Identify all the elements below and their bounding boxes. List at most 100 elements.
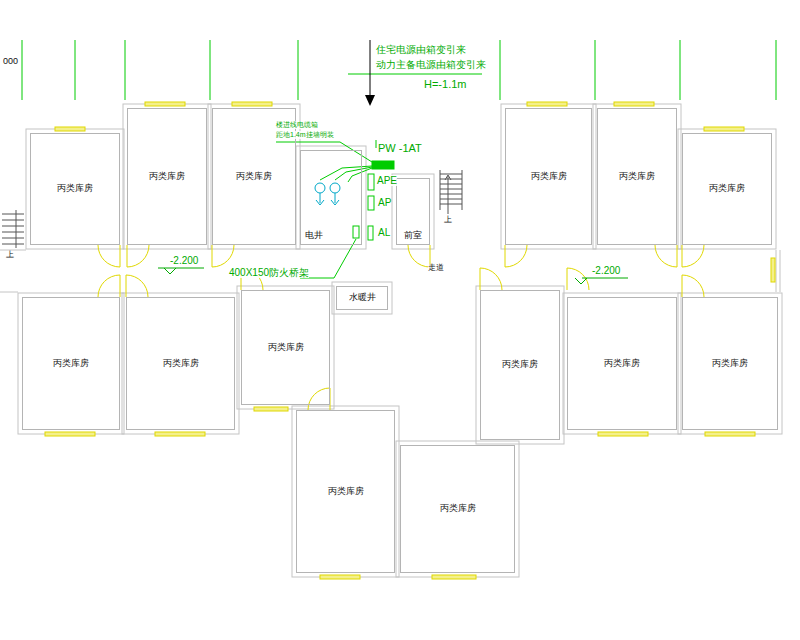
plan-stroke — [440, 189, 462, 190]
plan-stroke — [440, 194, 462, 195]
plan-stroke — [704, 127, 744, 131]
plan-stroke — [501, 104, 596, 249]
plan-stroke — [705, 432, 755, 436]
plan-stroke — [232, 102, 272, 106]
plan-stroke — [2, 238, 24, 239]
plan-stroke — [563, 293, 681, 434]
plan-stroke — [678, 129, 776, 249]
room-label: 丙类库房 — [149, 172, 185, 182]
storage-room: 丙类库房 — [682, 297, 778, 430]
electrical — [276, 140, 394, 278]
room-label: 丙类库房 — [53, 359, 89, 369]
room-label: 丙类库房 — [328, 487, 364, 497]
plan-stroke — [595, 40, 596, 100]
plan-stroke — [2, 244, 24, 245]
stairs — [2, 170, 462, 248]
room-label: 丙类库房 — [440, 504, 476, 514]
plan-stroke — [320, 193, 321, 203]
plan-stroke — [368, 226, 373, 240]
room-label: 丙类库房 — [712, 359, 748, 369]
plan-stroke — [771, 258, 775, 282]
plan-stroke — [296, 146, 366, 249]
room-label: 前室 — [404, 231, 422, 241]
panel-name: APE — [377, 175, 397, 186]
plan-stroke — [98, 275, 120, 297]
plan-stroke — [593, 104, 681, 249]
plan-stroke — [440, 174, 462, 175]
room-label: 电井 — [305, 231, 323, 241]
plan-stroke — [678, 293, 782, 434]
service-room: 水暖井 — [336, 286, 388, 310]
plan-stroke — [16, 210, 17, 248]
plan-stroke — [476, 286, 564, 444]
storage-room: 丙类库房 — [296, 410, 395, 573]
plan-stroke — [331, 200, 339, 205]
plan-stroke — [353, 226, 359, 238]
plan-stroke — [598, 432, 648, 436]
plan-stroke — [210, 40, 211, 100]
plan-stroke — [127, 245, 149, 267]
plan-stroke — [440, 199, 462, 200]
cabinet-note: 楼进线电缆箱 — [276, 121, 318, 129]
plan-stroke — [480, 268, 502, 290]
storage-room: 丙类库房 — [682, 133, 772, 245]
plan-stroke — [780, 250, 781, 292]
room-label: 丙类库房 — [604, 359, 640, 369]
plan-stroke — [2, 226, 24, 227]
elevation-marks — [158, 268, 628, 284]
plan-stroke — [432, 575, 476, 579]
plan-stroke — [376, 140, 377, 148]
plan-stroke — [212, 245, 234, 267]
storage-room: 丙类库房 — [400, 445, 515, 573]
plan-stroke — [527, 102, 567, 106]
service-room: 电井 — [300, 150, 362, 245]
plan-stroke — [22, 40, 23, 100]
plan-stroke — [18, 293, 124, 434]
equipment-symbols — [315, 183, 340, 205]
plan-stroke — [448, 176, 449, 214]
plan-stroke — [125, 40, 126, 100]
stair-mark: 上 — [444, 216, 452, 225]
plan-stroke — [98, 245, 120, 267]
plan-stroke — [368, 196, 374, 210]
plan-stroke — [505, 245, 527, 267]
plan-stroke — [164, 268, 176, 274]
storage-room: 丙类库房 — [127, 108, 207, 245]
plan-stroke — [126, 275, 148, 297]
plan-stroke — [123, 104, 211, 249]
plan-stroke — [316, 200, 324, 205]
plan-stroke — [315, 183, 325, 193]
panel-name: PW -1AT — [378, 142, 422, 154]
feed-arrow — [365, 40, 375, 106]
storage-room: 丙类库房 — [241, 290, 330, 405]
plan-stroke — [155, 432, 205, 436]
plan-stroke — [440, 204, 462, 205]
plan-stroke — [348, 74, 482, 75]
plan-stroke — [335, 193, 336, 203]
plan-stroke — [440, 184, 462, 185]
plan-stroke — [276, 142, 372, 162]
stair-mark: 上 — [6, 251, 14, 260]
room-label: 丙类库房 — [709, 184, 745, 194]
plan-stroke — [45, 432, 95, 436]
storage-room: 丙类库房 — [505, 108, 592, 245]
plan-stroke — [292, 406, 399, 577]
panel-name: AL — [378, 227, 390, 238]
grid-lines — [22, 40, 776, 100]
room-label: 丙类库房 — [163, 359, 199, 369]
supply-note: 住宅电源由箱变引来 — [376, 44, 466, 55]
plan-stroke — [254, 407, 288, 411]
storage-room: 丙类库房 — [30, 133, 120, 245]
plan-stroke — [237, 286, 334, 409]
plan-stroke — [2, 232, 24, 233]
plan-stroke — [368, 174, 374, 190]
plan-stroke — [396, 441, 519, 577]
plan-stroke — [320, 575, 360, 579]
plan-stroke — [614, 102, 654, 106]
room-label: 丙类库房 — [57, 184, 93, 194]
storage-room: 丙类库房 — [22, 297, 120, 430]
plan-stroke — [320, 166, 372, 180]
panel-name: AP — [378, 197, 391, 208]
plan-stroke — [655, 245, 677, 267]
corridor-walls — [0, 250, 780, 292]
